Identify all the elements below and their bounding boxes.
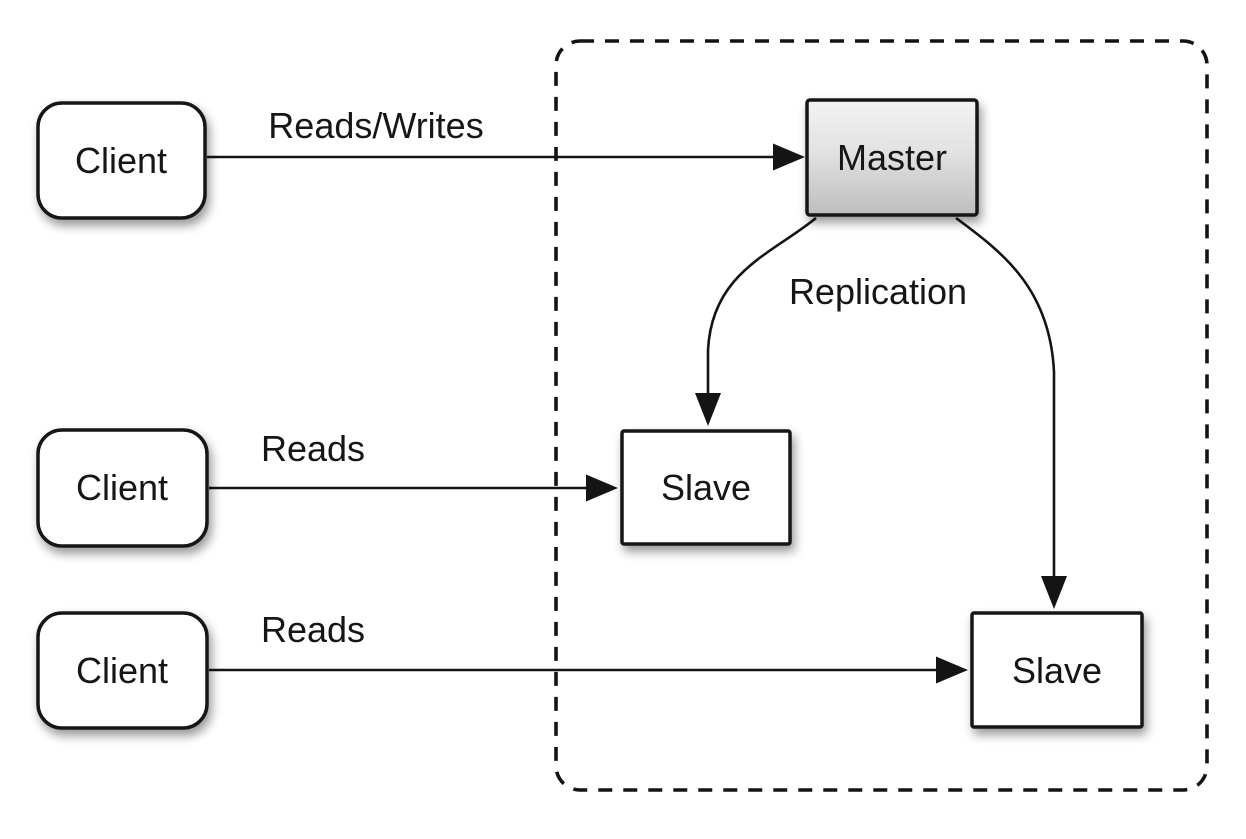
edge-replication-right [955, 216, 1067, 609]
edge-label-replication: Replication [789, 271, 967, 312]
edge-label-reads-writes: Reads/Writes [268, 105, 483, 146]
arrow-head-icon [936, 656, 968, 684]
node-box [970, 611, 1144, 729]
node-box [620, 429, 792, 546]
node-box [36, 101, 207, 220]
node-label: Client [76, 650, 168, 691]
node-label: Client [75, 140, 167, 181]
edge-curve [955, 216, 1056, 577]
edge-label-reads-middle: Reads [261, 428, 365, 469]
node-label: Master [837, 137, 947, 178]
arrow-head-icon [695, 393, 721, 426]
node-box [36, 611, 209, 730]
edge-replication-left: Replication [695, 216, 967, 426]
arrow-head-icon [773, 143, 805, 171]
arrow-head-icon [586, 474, 618, 502]
node-box [36, 428, 209, 548]
node-client-top: Client [36, 101, 207, 220]
edge-label-reads-bottom: Reads [261, 609, 365, 650]
edge-reads-bottom: Reads [209, 609, 968, 684]
node-slave-middle: Slave [620, 429, 792, 546]
node-client-bottom: Client [36, 611, 209, 730]
node-slave-bottom: Slave [970, 611, 1144, 729]
cluster-boundary [554, 39, 1209, 792]
edge-reads-middle: Reads [209, 428, 618, 502]
node-master: Master [805, 98, 979, 217]
node-box [805, 98, 979, 217]
node-client-middle: Client [36, 428, 209, 548]
edge-reads-writes: Reads/Writes [207, 105, 805, 171]
arrow-head-icon [1041, 576, 1067, 609]
node-label: Client [76, 467, 168, 508]
node-label: Slave [1012, 650, 1102, 691]
edge-curve [706, 216, 817, 394]
node-label: Slave [661, 467, 751, 508]
